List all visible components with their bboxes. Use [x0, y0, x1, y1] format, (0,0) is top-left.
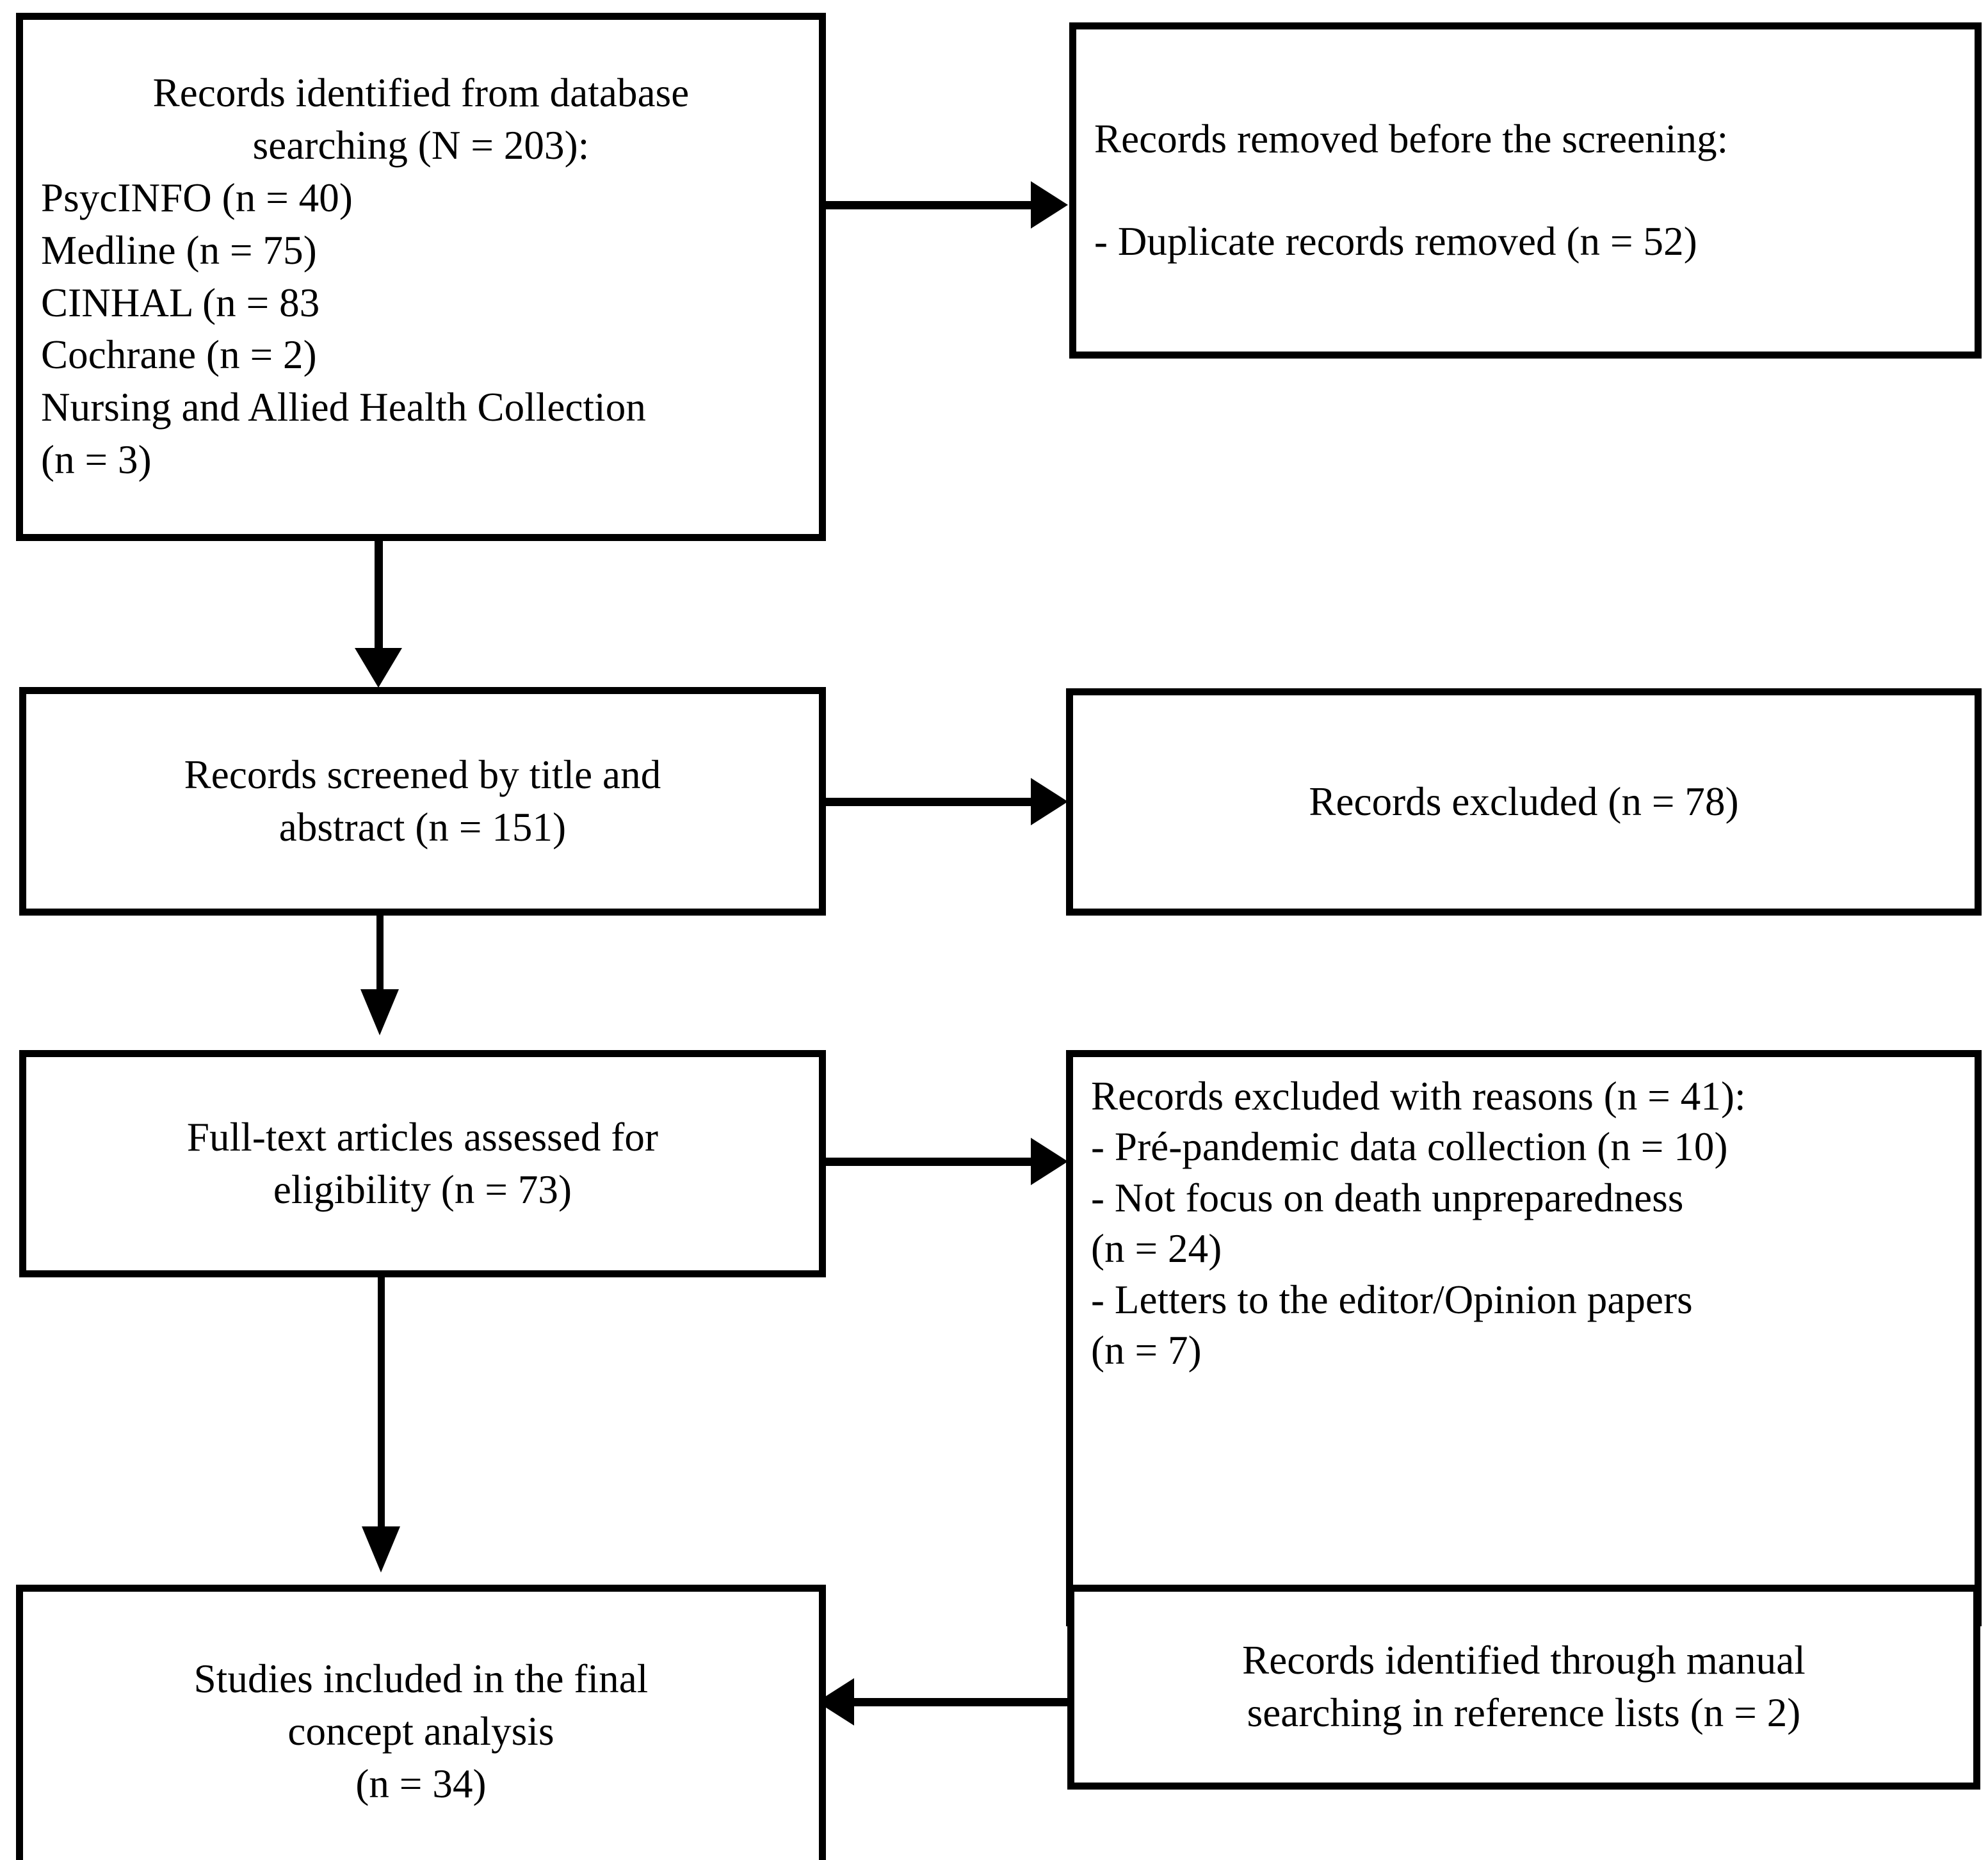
box-records-excluded-with-reasons: Records excluded with reasons (n = 41): … [1066, 1050, 1982, 1626]
box-records-excluded-reason-not-focus-count: (n = 24) [1091, 1226, 1222, 1272]
box-studies-included: Studies included in the final concept an… [16, 1585, 826, 1860]
box-full-text-assessed-heading: Full-text articles assessed for eligibil… [186, 1114, 659, 1212]
box-records-removed-item-duplicates: - Duplicate records removed (n = 52) [1094, 218, 1697, 264]
box-records-identified-source-nursing-allied-health: Nursing and Allied Health Collection [41, 385, 646, 430]
connector-screened-to-excluded-arrowhead [1031, 778, 1068, 825]
box-records-excluded-heading: Records excluded (n = 78) [1309, 779, 1739, 824]
box-records-identified-manual-search-heading: Records identified through manual search… [1242, 1638, 1806, 1735]
box-records-screened: Records screened by title and abstract (… [19, 687, 826, 916]
box-full-text-assessed: Full-text articles assessed for eligibil… [19, 1050, 826, 1277]
connector-full-text-to-excluded-reasons-arrowhead [1031, 1138, 1068, 1185]
box-records-identified-source-cinhal: CINHAL (n = 83 [41, 280, 320, 325]
connector-identified-to-removed [821, 201, 1033, 209]
box-records-excluded-with-reasons-heading: Records excluded with reasons (n = 41): [1091, 1074, 1746, 1119]
box-records-excluded-reason-letters-count: (n = 7) [1091, 1327, 1202, 1373]
connector-manual-search-to-included [854, 1698, 1072, 1706]
box-studies-included-heading: Studies included in the final concept an… [193, 1656, 649, 1806]
box-records-removed-heading: Records removed before the screening: [1094, 116, 1729, 161]
connector-identified-to-screened [375, 537, 383, 652]
box-records-identified-heading: Records identified from database searchi… [152, 70, 690, 168]
box-records-excluded-reason-letters: - Letters to the editor/Opinion papers [1091, 1277, 1693, 1322]
connector-screened-to-full-text [376, 912, 384, 992]
box-records-identified-source-medline: Medline (n = 75) [41, 227, 317, 273]
box-records-screened-heading: Records screened by title and abstract (… [184, 752, 661, 850]
box-records-identified-source-psycinfo: PsycINFO (n = 40) [41, 175, 353, 220]
box-records-excluded-reason-not-focus: - Not focus on death unpreparedness [1091, 1175, 1684, 1220]
connector-screened-to-full-text-arrowhead [360, 989, 399, 1035]
connector-full-text-to-excluded-reasons [821, 1158, 1033, 1166]
box-records-identified-source-cochrane: Cochrane (n = 2) [41, 332, 317, 378]
box-records-identified: Records identified from database searchi… [16, 13, 826, 541]
connector-screened-to-excluded [821, 798, 1033, 806]
connector-full-text-to-included-arrowhead [362, 1526, 400, 1573]
box-records-excluded-reason-pre-pandemic: - Pré-pandemic data collection (n = 10) [1091, 1124, 1728, 1170]
box-records-removed-before-screening: Records removed before the screening: - … [1069, 22, 1982, 359]
connector-full-text-to-included [378, 1273, 385, 1529]
connector-identified-to-screened-arrowhead [355, 648, 402, 688]
connector-identified-to-removed-arrowhead [1031, 181, 1068, 229]
box-records-identified-source-nursing-allied-health-count: (n = 3) [41, 437, 152, 483]
box-records-identified-manual-search: Records identified through manual search… [1067, 1585, 1980, 1790]
box-records-excluded: Records excluded (n = 78) [1066, 688, 1982, 916]
